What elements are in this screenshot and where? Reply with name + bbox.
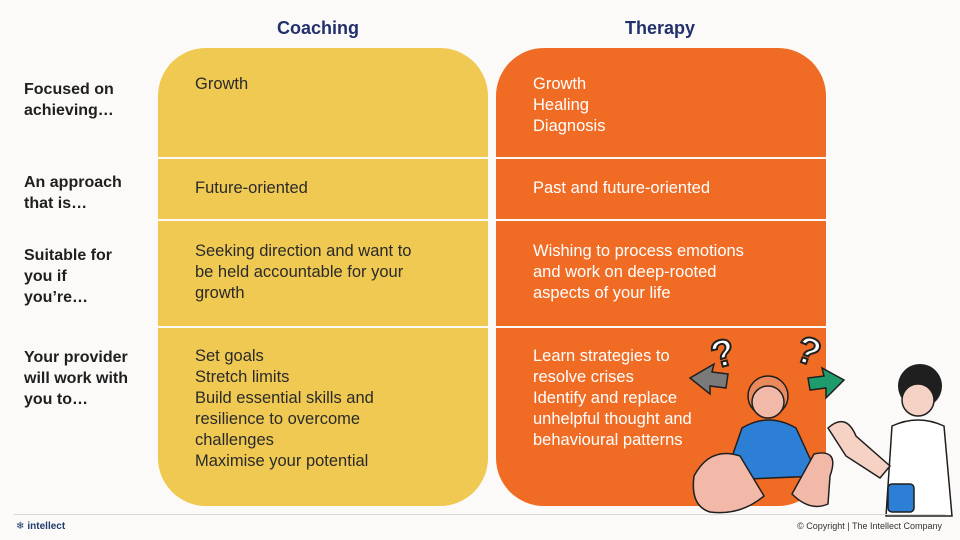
row-divider <box>158 326 488 328</box>
coaching-card: Growth Future-oriented Seeking direction… <box>158 48 488 506</box>
people-illustration: ? ? <box>688 327 953 517</box>
row-divider <box>496 157 826 159</box>
copyright-text: © Copyright | The Intellect Company <box>797 521 942 531</box>
woman-arm <box>692 452 765 514</box>
therapy-column-heading: Therapy <box>624 18 696 38</box>
arrow-left-icon <box>688 362 729 396</box>
question-mark-icon: ? <box>790 328 826 375</box>
coaching-approach-cell: Future-oriented <box>195 179 308 197</box>
row-divider <box>496 219 826 221</box>
footer-divider <box>14 514 946 515</box>
arrow-right-icon <box>807 366 846 400</box>
row-divider <box>158 157 488 159</box>
man-hand <box>827 420 892 479</box>
therapy-approach-cell: Past and future-oriented <box>533 179 711 197</box>
coaching-column-heading: Coaching <box>276 18 359 38</box>
coaching-focus-cell: Growth <box>195 75 249 93</box>
snowflake-icon: ❄ <box>16 521 25 532</box>
woman-face <box>751 385 785 419</box>
intellect-logo: ❄ intellect <box>16 521 66 532</box>
woman-arm <box>791 452 834 508</box>
row-divider <box>158 219 488 221</box>
cup-icon <box>887 483 915 513</box>
man-face <box>901 383 935 417</box>
row-divider <box>496 326 826 328</box>
